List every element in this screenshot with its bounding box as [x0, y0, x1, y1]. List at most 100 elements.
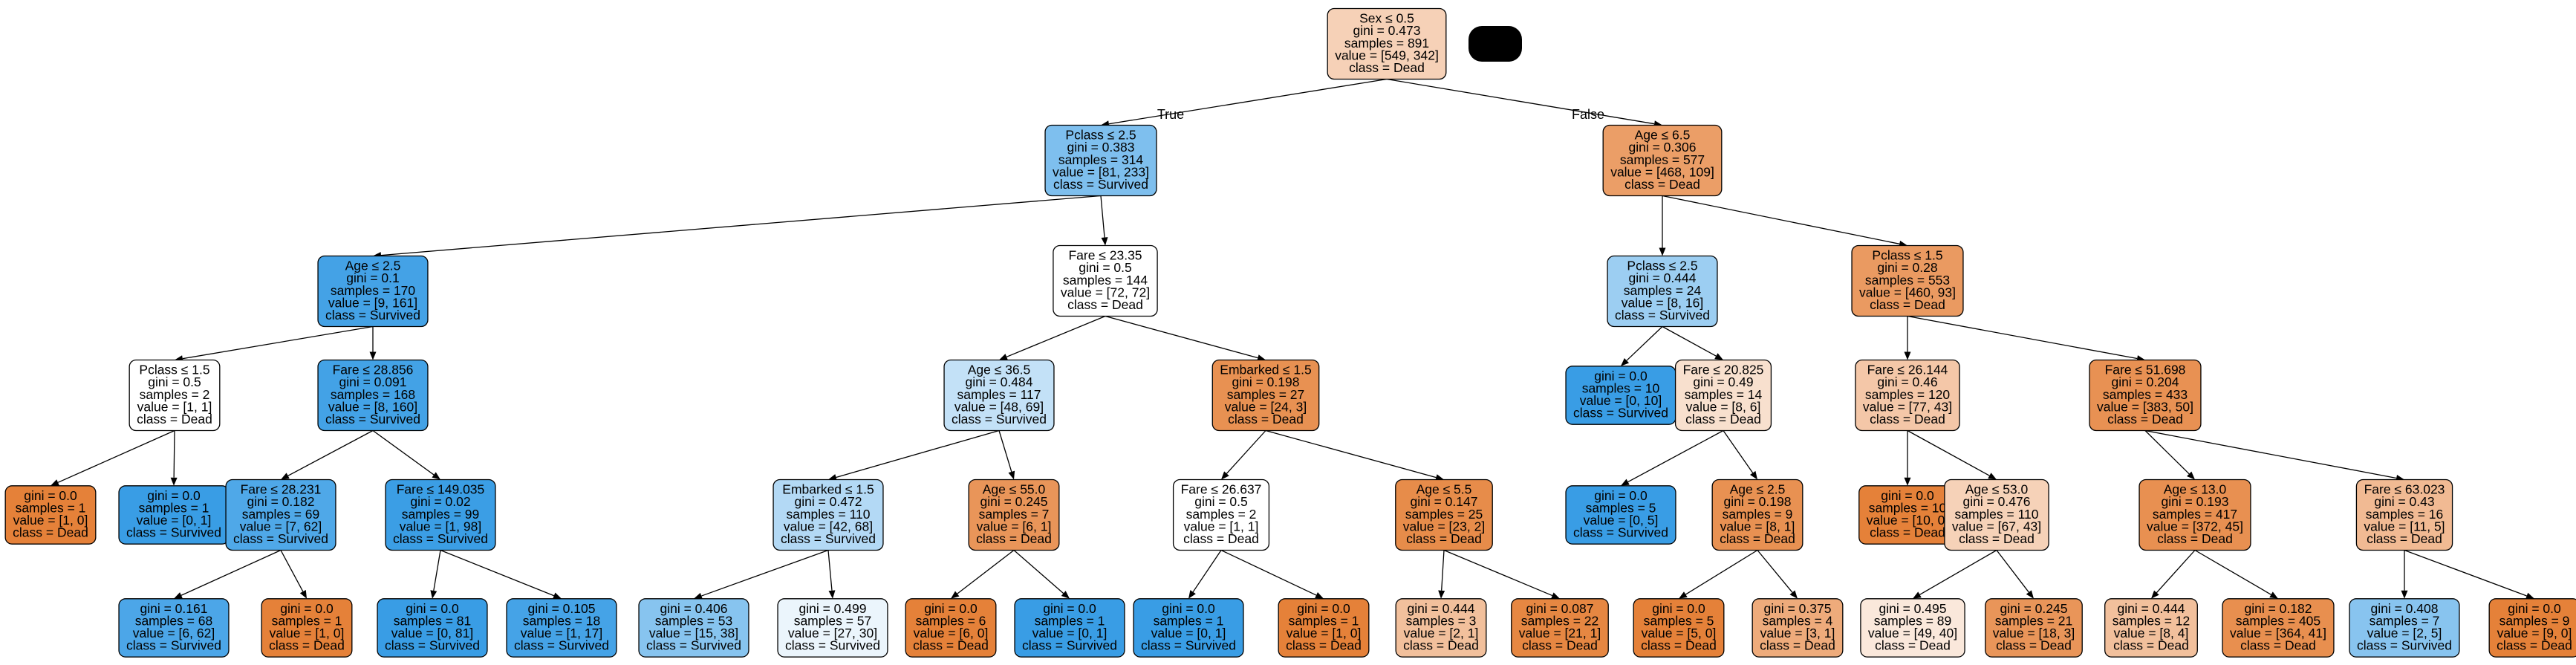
tree-edge	[372, 429, 435, 476]
node-line: value = [7, 62]	[240, 519, 322, 533]
node-box	[2222, 598, 2335, 658]
node-line: class = Survived	[785, 638, 880, 653]
node-line: class = Survived	[1022, 638, 1117, 653]
tree-edge	[836, 429, 1000, 479]
node-box	[1565, 485, 1676, 545]
node-line: value = [0, 81]	[391, 626, 473, 640]
tree-edge	[380, 195, 1102, 256]
node-line: Age ≤ 55.0	[983, 482, 1046, 497]
node-line: samples = 53	[655, 614, 733, 629]
tree-edge	[182, 325, 374, 360]
node-line: class = Survived	[1141, 638, 1236, 653]
node-line: gini = 0.0	[1594, 369, 1648, 383]
node-line: samples = 168	[331, 387, 415, 402]
node-box	[129, 359, 221, 432]
node-line: Embarked ≤ 1.5	[782, 482, 874, 497]
node-line: gini = 0.49	[1693, 374, 1753, 389]
node-line: class = Dead	[1403, 638, 1479, 653]
node-line: class = Survived	[325, 308, 420, 322]
node-line: gini = 0.444	[1408, 601, 1475, 616]
node-line: class = Dead	[2240, 638, 2316, 653]
node-line: samples = 22	[1521, 614, 1599, 629]
edge-arrowhead	[1904, 351, 1911, 360]
node-line: gini = 0.087	[1526, 601, 1594, 616]
node-line: Fare ≤ 20.825	[1683, 363, 1764, 377]
node-line: gini = 0.473	[1353, 23, 1421, 38]
edge-arrowhead	[281, 473, 290, 480]
node-line: samples = 1	[1154, 614, 1224, 629]
node-box	[506, 598, 617, 658]
node-line: value = [24, 3]	[1225, 399, 1307, 414]
node-line: value = [0, 1]	[1032, 626, 1108, 640]
node-line: gini = 0.5	[1194, 494, 1248, 509]
edge-arrowhead	[174, 592, 183, 599]
node-line: samples = 577	[1620, 152, 1705, 167]
edge-arrowhead	[430, 590, 438, 599]
node-line: gini = 0.0	[147, 488, 201, 503]
node-box	[1860, 598, 1965, 658]
node-line: class = Survived	[514, 638, 609, 653]
node-line: class = Survived	[233, 531, 328, 546]
node-line: class = Dead	[1067, 297, 1143, 312]
node-line: class = Dead	[1183, 531, 1259, 546]
node-line: samples = 891	[1344, 36, 1429, 51]
node-line: gini = 0.0	[1652, 601, 1705, 616]
node-line: gini = 0.0	[24, 488, 77, 503]
tree-edge	[1386, 78, 1655, 125]
node-line: class = Dead	[2113, 638, 2189, 653]
node-box	[1014, 598, 1125, 658]
node-box	[1607, 255, 1718, 328]
tree-edge	[287, 429, 374, 476]
node-line: value = [49, 40]	[1868, 626, 1957, 640]
node-box	[905, 598, 997, 658]
node-line: Embarked ≤ 1.5	[1220, 363, 1311, 377]
node-line: class = Dead	[2367, 531, 2442, 546]
node-line: class = Dead	[2157, 531, 2233, 546]
node-line: value = [27, 30]	[788, 626, 877, 640]
tree-edge	[2194, 549, 2271, 595]
node-line: samples = 2	[140, 387, 210, 402]
tree-edge	[1108, 78, 1388, 125]
node-line: class = Dead	[1286, 638, 1362, 653]
node-line: samples = 21	[1995, 614, 2073, 629]
node-line: value = [5, 0]	[1642, 626, 1717, 640]
node-line: Age ≤ 13.0	[2164, 482, 2227, 497]
node-line: class = Survived	[325, 412, 420, 426]
node-line: value = [1, 0]	[13, 513, 88, 528]
node-line: samples = 7	[2370, 614, 2440, 629]
node-line: class = Dead	[1959, 531, 2035, 546]
node-line: class = Dead	[13, 525, 88, 540]
node-line: value = [18, 3]	[1993, 626, 2075, 640]
node-line: value = [2, 1]	[1404, 626, 1479, 640]
node-line: class = Dead	[1760, 638, 1835, 653]
node-box	[1327, 7, 1447, 80]
node-box	[1395, 598, 1487, 658]
tree-edge	[1006, 315, 1106, 357]
tree-edge	[1220, 549, 1317, 596]
node-line: samples = 5	[1644, 614, 1714, 629]
node-box	[377, 598, 488, 658]
node-line: gini = 0.0	[1162, 601, 1215, 616]
edge-arrowhead	[1221, 471, 1229, 480]
edge-arrowhead	[2151, 590, 2159, 599]
node-line: Age ≤ 53.0	[1965, 482, 2029, 497]
edge-arrowhead	[1659, 247, 1666, 256]
node-line: gini = 0.0	[1043, 601, 1096, 616]
node-box	[1711, 479, 1803, 551]
node-box	[317, 359, 429, 432]
node-line: gini = 0.193	[2162, 494, 2229, 509]
node-line: value = [6, 0]	[914, 626, 989, 640]
node-line: class = Dead	[269, 638, 345, 653]
